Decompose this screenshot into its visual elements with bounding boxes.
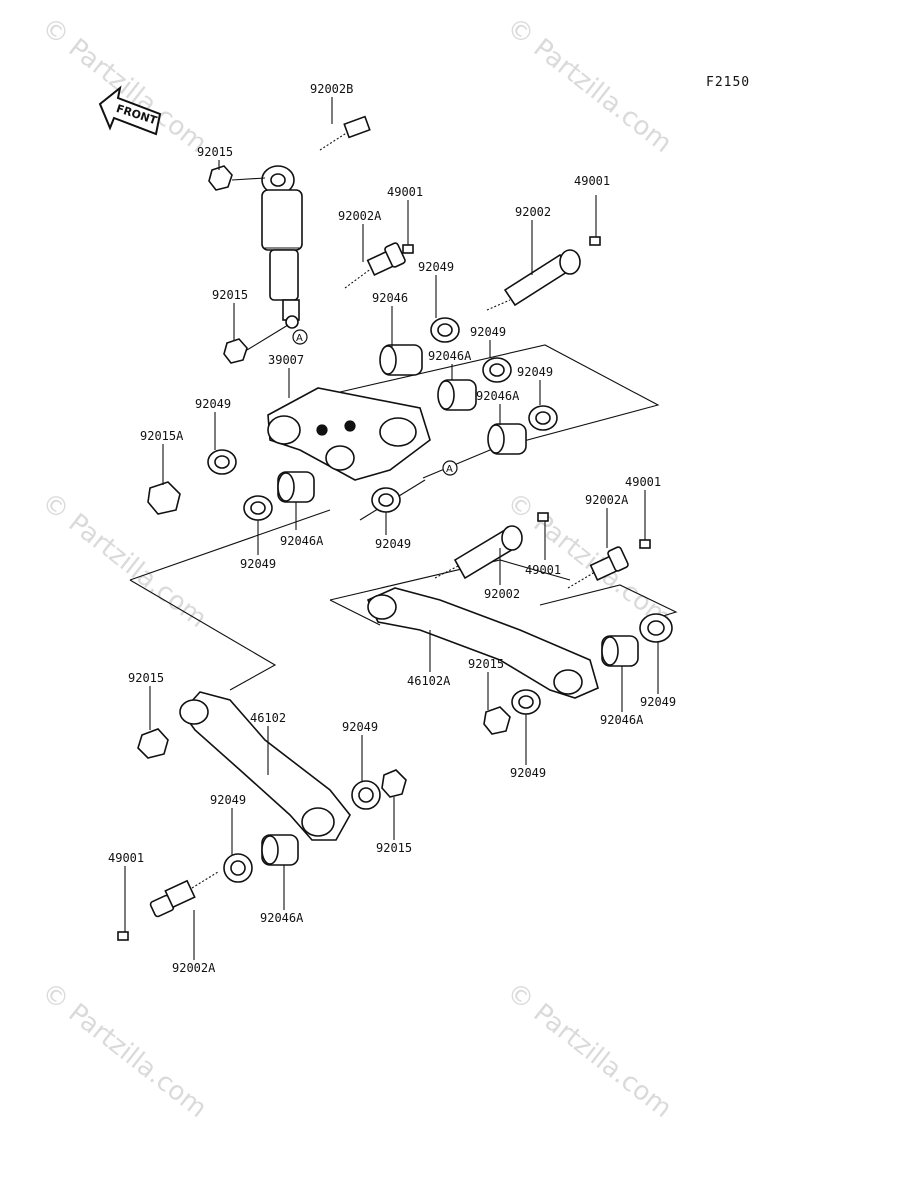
pin-92002A-right	[567, 546, 629, 589]
watermark-bottom-left: © Partzilla.com	[36, 977, 213, 1124]
label-92002A-b: 92002A	[585, 493, 629, 507]
label-92002A-c: 92002A	[172, 961, 216, 975]
bolt-92002B	[319, 115, 371, 151]
label-92049-h: 92049	[510, 766, 546, 780]
svg-text:A: A	[296, 333, 303, 344]
nut-92015A	[147, 481, 181, 515]
grease-fitting-49001-c	[537, 512, 549, 522]
label-49001-d: 49001	[525, 563, 561, 577]
label-92049-e: 92049	[375, 537, 411, 551]
grease-fitting-49001-e	[117, 931, 129, 941]
watermark-top-right: © Partzilla.com	[501, 12, 678, 159]
label-92046A-b: 92046A	[476, 389, 520, 403]
pin-92002-lower	[434, 525, 523, 580]
pin-92002A-upper	[344, 242, 406, 289]
label-92002B: 92002B	[310, 82, 353, 96]
grease-fitting-49001-a	[402, 244, 414, 254]
label-92046: 92046	[372, 291, 408, 305]
part-labels: 92002B 92015 49001 49001 92002A 92002 92…	[108, 82, 676, 975]
label-92049-c: 92049	[517, 365, 553, 379]
watermark-bottom-right: © Partzilla.com	[501, 977, 678, 1124]
label-92049-g: 92049	[640, 695, 676, 709]
label-39007: 39007	[268, 353, 304, 367]
label-92015-e: 92015	[376, 841, 412, 855]
rocker-arm-39007	[267, 387, 431, 481]
front-arrow-icon: FRONT	[98, 85, 162, 136]
label-92049-i: 92049	[342, 720, 378, 734]
label-92002A-a: 92002A	[338, 209, 382, 223]
watermark-top-left: © Partzilla.com	[36, 12, 213, 159]
nut-92015-d	[137, 728, 169, 759]
label-92002: 92002	[515, 205, 551, 219]
label-92049-j: 92049	[210, 793, 246, 807]
pin-92002A-lower	[149, 871, 219, 918]
tie-rod-46102A	[366, 587, 599, 699]
tie-rod-46102	[179, 691, 351, 841]
figure-code: F2150	[706, 75, 750, 90]
ref-marker-a-1: A	[292, 329, 308, 345]
label-92049-b: 92049	[470, 325, 506, 339]
label-92015-c: 92015	[468, 657, 504, 671]
label-49001-a: 49001	[387, 185, 423, 199]
leader-lines	[124, 97, 659, 960]
nut-92015-c	[483, 706, 511, 735]
label-49001-c: 49001	[625, 475, 661, 489]
label-92046A-c: 92046A	[280, 534, 324, 548]
svg-text:A: A	[446, 464, 453, 475]
nut-92015-lower	[223, 338, 248, 364]
label-49001-b: 49001	[574, 174, 610, 188]
label-92049-f: 92049	[240, 557, 276, 571]
grease-fitting-49001-d	[639, 539, 651, 549]
shock-absorber	[261, 165, 303, 329]
label-46102: 46102	[250, 711, 286, 725]
ref-marker-a-2: A	[442, 460, 458, 476]
label-92049-d: 92049	[195, 397, 231, 411]
watermark-mid-right: © Partzilla.com	[501, 487, 678, 634]
label-92015-a: 92015	[197, 145, 233, 159]
nut-92015-e	[381, 769, 407, 798]
label-92002-b: 92002	[484, 587, 520, 601]
label-92049-a: 92049	[418, 260, 454, 274]
label-92046A-e: 92046A	[260, 911, 304, 925]
label-49001-e: 49001	[108, 851, 144, 865]
label-92015-d: 92015	[128, 671, 164, 685]
label-92046A-d: 92046A	[600, 713, 644, 727]
grease-fitting-49001-b	[589, 236, 601, 246]
label-92015-b: 92015	[212, 288, 248, 302]
label-46102A: 46102A	[407, 674, 451, 688]
label-92046A-a: 92046A	[428, 349, 472, 363]
label-92015A: 92015A	[140, 429, 184, 443]
pin-92002-upper	[486, 249, 581, 311]
nut-92015-upper	[208, 165, 233, 191]
